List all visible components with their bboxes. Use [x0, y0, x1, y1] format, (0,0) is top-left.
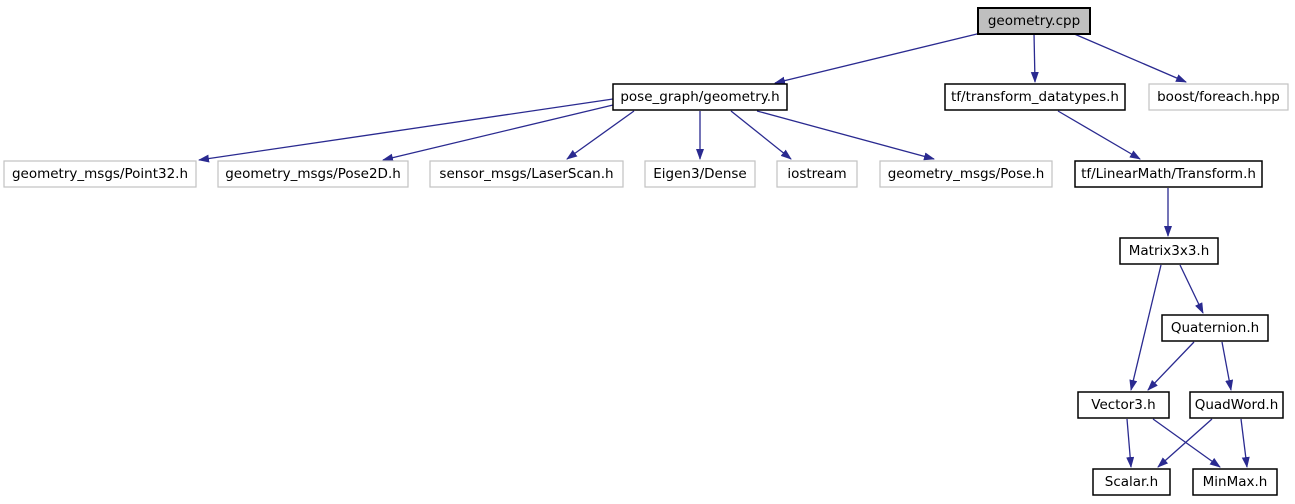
node-label: sensor_msgs/LaserScan.h	[439, 166, 613, 182]
node-minmax-h[interactable]: MinMax.h	[1192, 468, 1278, 496]
node-box-tf-transform-datatypes-h[interactable]	[944, 83, 1126, 111]
node-label: Quaternion.h	[1171, 320, 1259, 336]
edge-tf-transform-datatypes-h-to-tf-linearmath-transform-h	[1057, 110, 1141, 160]
edge-layer	[198, 32, 1250, 468]
node-box-geometry-cpp	[977, 7, 1091, 35]
edge-pose-graph-geometry-h-to-geometry-msgs-pose2d-h	[382, 104, 614, 162]
node-label: geometry_msgs/Point32.h	[12, 166, 188, 182]
edge-geometry-cpp-to-pose-graph-geometry-h	[774, 32, 982, 85]
node-label: tf/transform_datatypes.h	[951, 89, 1119, 105]
edge-pose-graph-geometry-h-to-geometry-msgs-point32-h	[198, 98, 614, 163]
edge-vector3-h-to-minmax-h	[1152, 418, 1221, 468]
node-label: geometry_msgs/Pose2D.h	[225, 166, 401, 182]
edge-quadword-h-to-minmax-h	[1240, 418, 1250, 468]
node-label: Matrix3x3.h	[1129, 243, 1210, 259]
node-box-quaternion-h[interactable]	[1161, 314, 1269, 342]
node-label: iostream	[787, 166, 846, 182]
node-tf-linearmath-transform-h[interactable]: tf/LinearMath/Transform.h	[1074, 160, 1263, 188]
node-box-tf-linearmath-transform-h[interactable]	[1074, 160, 1263, 188]
node-box-geometry-msgs-point32-h	[3, 160, 197, 188]
edge-matrix3x3-h-to-vector3-h	[1129, 264, 1162, 391]
node-matrix3x3-h[interactable]: Matrix3x3.h	[1119, 237, 1219, 265]
edge-geometry-cpp-to-tf-transform-datatypes-h	[1030, 32, 1039, 83]
edge-quaternion-h-to-quadword-h	[1221, 341, 1234, 391]
node-tf-transform-datatypes-h[interactable]: tf/transform_datatypes.h	[944, 83, 1126, 111]
node-box-boost-foreach-hpp	[1148, 83, 1289, 111]
node-box-geometry-msgs-pose2d-h	[217, 160, 409, 188]
edge-pose-graph-geometry-h-to-sensor-msgs-laserscan-h	[566, 110, 635, 160]
node-layer: geometry.cpp pose_graph/geometry.h tf/tran…	[3, 7, 1289, 496]
node-box-sensor-msgs-laserscan-h	[429, 160, 624, 188]
node-box-eigen3-dense	[644, 160, 756, 188]
node-sensor-msgs-laserscan-h: sensor_msgs/LaserScan.h	[429, 160, 624, 188]
node-label: QuadWord.h	[1195, 397, 1279, 413]
node-box-minmax-h[interactable]	[1192, 468, 1278, 496]
node-geometry-msgs-point32-h: geometry_msgs/Point32.h	[3, 160, 197, 188]
edge-quadword-h-to-scalar-h	[1157, 418, 1213, 468]
node-label: boost/foreach.hpp	[1157, 89, 1280, 105]
edge-pose-graph-geometry-h-to-geometry-msgs-pose-h	[756, 110, 935, 161]
node-label: Scalar.h	[1105, 474, 1158, 490]
node-eigen3-dense: Eigen3/Dense	[644, 160, 756, 188]
edge-matrix3x3-h-to-quaternion-h	[1179, 264, 1204, 314]
node-label: Eigen3/Dense	[653, 166, 746, 182]
node-box-vector3-h[interactable]	[1077, 391, 1170, 419]
node-quaternion-h[interactable]: Quaternion.h	[1161, 314, 1269, 342]
node-iostream: iostream	[776, 160, 858, 188]
node-quadword-h[interactable]: QuadWord.h	[1189, 391, 1284, 419]
node-label: geometry_msgs/Pose.h	[888, 166, 1045, 182]
node-box-iostream	[776, 160, 858, 188]
edge-pose-graph-geometry-h-to-iostream	[730, 110, 792, 160]
node-geometry-msgs-pose-h: geometry_msgs/Pose.h	[879, 160, 1053, 188]
node-label: MinMax.h	[1203, 474, 1268, 490]
node-vector3-h[interactable]: Vector3.h	[1077, 391, 1170, 419]
node-pose-graph-geometry-h[interactable]: pose_graph/geometry.h	[612, 83, 788, 111]
node-geometry-cpp: geometry.cpp	[977, 7, 1091, 35]
node-boost-foreach-hpp: boost/foreach.hpp	[1148, 83, 1289, 111]
edge-geometry-cpp-to-boost-foreach-hpp	[1071, 32, 1187, 83]
node-label: tf/LinearMath/Transform.h	[1081, 166, 1256, 182]
node-box-scalar-h[interactable]	[1092, 468, 1171, 496]
node-label: Vector3.h	[1091, 397, 1155, 413]
edge-vector3-h-to-scalar-h	[1126, 418, 1135, 468]
node-box-geometry-msgs-pose-h	[879, 160, 1053, 188]
node-box-pose-graph-geometry-h[interactable]	[612, 83, 788, 111]
edge-quaternion-h-to-vector3-h	[1147, 341, 1195, 391]
node-label: pose_graph/geometry.h	[620, 89, 779, 105]
node-box-matrix3x3-h[interactable]	[1119, 237, 1219, 265]
node-geometry-msgs-pose2d-h: geometry_msgs/Pose2D.h	[217, 160, 409, 188]
node-label: geometry.cpp	[988, 13, 1080, 29]
node-box-quadword-h[interactable]	[1189, 391, 1284, 419]
node-scalar-h[interactable]: Scalar.h	[1092, 468, 1171, 496]
